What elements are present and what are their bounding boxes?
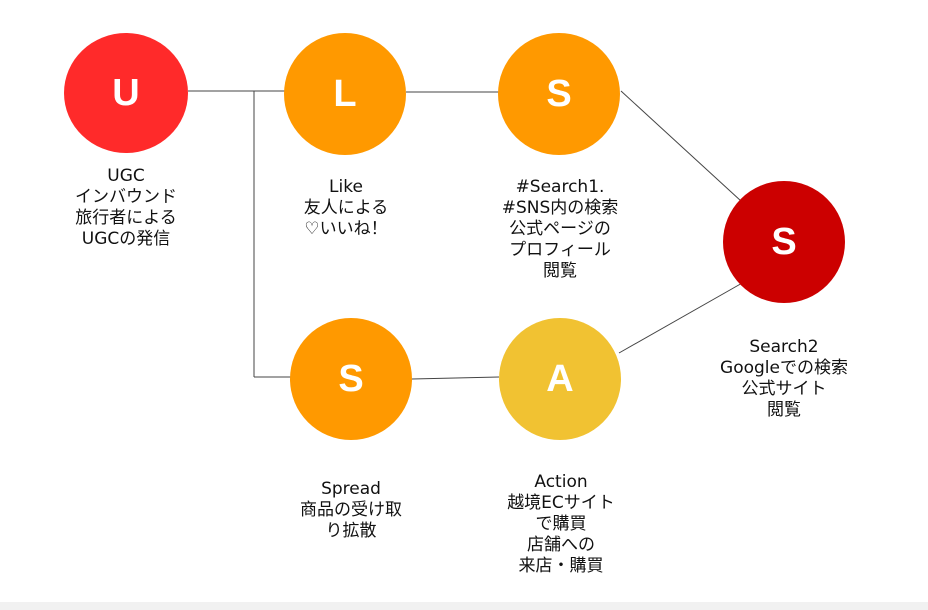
caption-action: Action 越境ECサイト で購買 店舗への 来店・購買: [507, 472, 615, 576]
node-letter: U: [112, 71, 140, 114]
node-search2: S: [723, 181, 845, 303]
connector-a-s2: [618, 281, 745, 354]
caption-ugc: UGC インバウンド 旅行者による UGCの発信: [75, 166, 177, 249]
node-spread: S: [290, 318, 412, 440]
connector-s3-a: [411, 376, 500, 380]
caption-like: Like 友人による ♡いいね！: [303, 177, 389, 239]
node-ugc: U: [64, 33, 188, 153]
node-letter: S: [338, 357, 364, 400]
caption-search1: #Search1. #SNS内の検索 公式ページの プロフィール 閲覧: [501, 177, 619, 281]
node-like: L: [284, 33, 406, 155]
node-letter: L: [333, 72, 357, 115]
node-action: A: [499, 318, 621, 440]
caption-search2: Search2 Googleでの検索 公式サイト 閲覧: [720, 337, 848, 420]
node-letter: A: [546, 357, 574, 400]
node-search1: S: [498, 33, 620, 155]
caption-spread: Spread 商品の受け取 り拡散: [300, 479, 402, 541]
node-letter: S: [771, 220, 797, 263]
connector-s1-s2: [620, 90, 742, 202]
footer-strip: [0, 602, 928, 610]
node-letter: S: [546, 72, 572, 115]
